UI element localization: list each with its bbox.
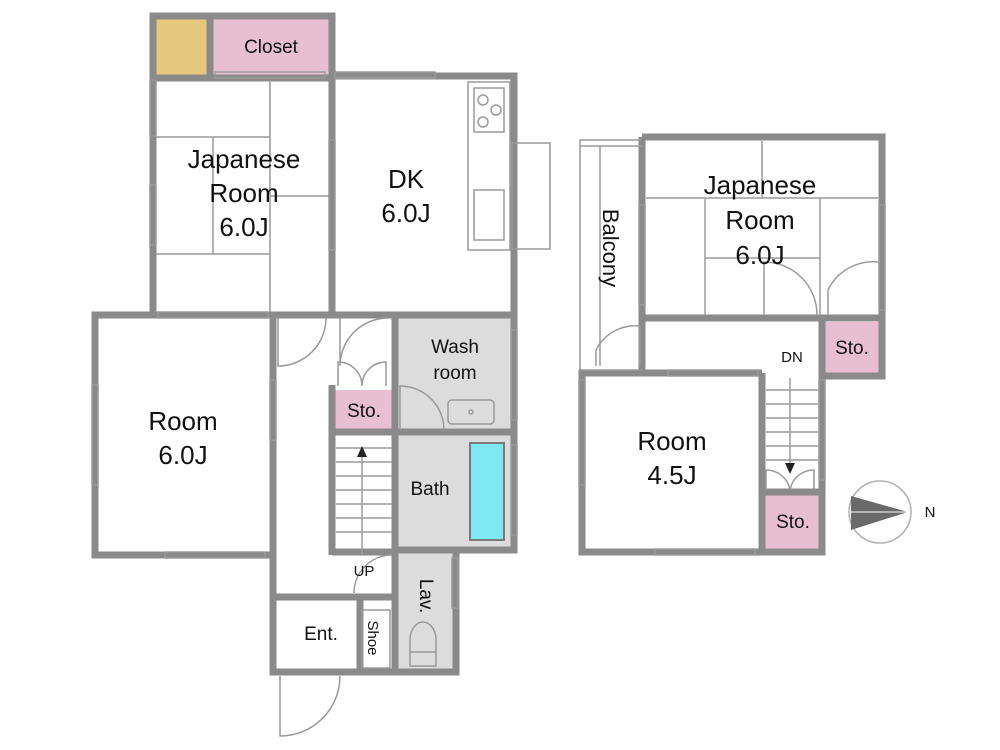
bathtub — [469, 442, 505, 541]
dk-size: 6.0J — [381, 198, 430, 228]
japanese-room-2f-label-line1: Japanese — [704, 170, 817, 200]
japanese-room-1f-label-line1: Japanese — [188, 144, 301, 174]
shoe-cabinet-label: Shoe — [364, 620, 381, 655]
room-1f-size: 6.0J — [158, 440, 207, 470]
details-2f — [578, 139, 886, 556]
dk-label: DK — [388, 164, 425, 194]
room-2f-label: Room — [637, 426, 706, 456]
lavatory-label: Lav. — [415, 579, 436, 614]
tatami-alcove — [155, 18, 210, 76]
closet-label: Closet — [244, 37, 299, 58]
washroom-label-line1: Wash — [431, 337, 479, 358]
washroom-label-line2: room — [433, 363, 476, 384]
japanese-room-1f-size: 6.0J — [219, 212, 268, 242]
closet-area — [210, 18, 330, 76]
storage-bottom-area-2f — [764, 494, 822, 550]
floor-1: Closet Japanese Room 6.0J DK 6.0J Room 6… — [91, 12, 551, 737]
stairs-up-label: UP — [354, 563, 375, 580]
walls-2f — [578, 133, 886, 556]
japanese-room-2f-size: 6.0J — [735, 240, 784, 270]
storage-1f-label: Sto. — [347, 401, 381, 422]
room-1f-label: Room — [148, 406, 217, 436]
compass-north-label: N — [925, 504, 936, 521]
north-arrow-icon: N — [848, 480, 936, 544]
floor-2: Balcony Japanese Room 6.0J Room 4.5J DN … — [578, 133, 886, 556]
japanese-room-2f-label-line2: Room — [725, 205, 794, 235]
stairs-down-arrow — [785, 463, 795, 474]
storage-top-area-2f — [824, 322, 880, 374]
storage-bottom-2f-label: Sto. — [776, 512, 810, 533]
entrance-label: Ent. — [304, 624, 338, 645]
details-1f — [91, 71, 551, 737]
lavatory-area — [398, 552, 454, 670]
balcony-label: Balcony — [598, 209, 623, 287]
stairs-down-label: DN — [781, 349, 803, 366]
bath-label: Bath — [410, 479, 449, 500]
japanese-room-1f-label-line2: Room — [209, 178, 278, 208]
room-2f-size: 4.5J — [647, 460, 696, 490]
stairs-up-arrow — [357, 446, 367, 457]
washroom-area — [398, 318, 512, 430]
storage-area-1f — [334, 390, 392, 430]
storage-top-2f-label: Sto. — [835, 338, 869, 359]
